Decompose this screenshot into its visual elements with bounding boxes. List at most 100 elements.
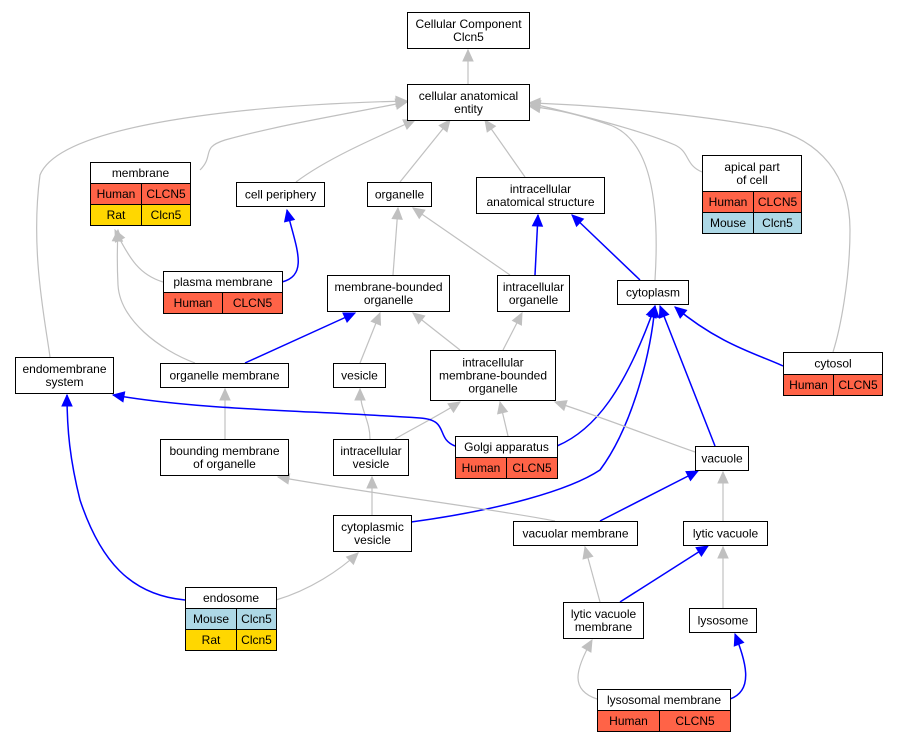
node-label-line: vacuole bbox=[701, 452, 743, 466]
edge-golgi-to-cytoplasm bbox=[556, 304, 657, 447]
edge-lvm-to-vacmem bbox=[582, 545, 601, 603]
node-label-line: lysosome bbox=[698, 614, 749, 628]
species-label: Mouse bbox=[193, 612, 229, 626]
node-cellper[interactable]: cell periphery bbox=[236, 182, 325, 207]
node-orgmem[interactable]: organelle membrane bbox=[160, 363, 289, 388]
edge-cytves-to-cytoplasm bbox=[410, 304, 660, 523]
node-vacuole[interactable]: vacuole bbox=[695, 446, 749, 471]
node-label-line: intracellular bbox=[510, 182, 571, 196]
is-a-edge-line bbox=[277, 476, 556, 522]
species-label: Human bbox=[97, 187, 136, 201]
arrowhead-icon bbox=[438, 119, 451, 133]
arrowhead-icon bbox=[345, 552, 359, 566]
node-lysosome[interactable]: lysosome bbox=[689, 608, 757, 633]
arrowhead-icon bbox=[219, 387, 231, 401]
part-of-edge-line bbox=[599, 470, 699, 522]
arrowhead-icon bbox=[111, 391, 126, 403]
gene-label: CLCN5 bbox=[838, 378, 878, 392]
node-label-line: cell periphery bbox=[245, 188, 316, 202]
node-organelle[interactable]: organelle bbox=[367, 182, 432, 207]
arrowhead-icon bbox=[553, 400, 568, 412]
gene-cell bbox=[141, 204, 191, 226]
edge-endomem-to-cae bbox=[36, 95, 409, 358]
edge-endosome-to-endomem bbox=[61, 393, 186, 601]
arrowhead-icon bbox=[531, 213, 544, 227]
gene-cell bbox=[753, 212, 802, 234]
edge-lysosome-to-lytvac bbox=[717, 545, 729, 608]
edge-golgi-to-imbo bbox=[497, 400, 509, 437]
arrowhead-icon bbox=[354, 387, 366, 401]
is-a-edge-line bbox=[412, 207, 511, 276]
arrowhead-icon bbox=[497, 400, 509, 415]
gene-cell bbox=[659, 710, 731, 732]
node-title-box bbox=[689, 608, 757, 633]
edge-cytosol-to-cytoplasm bbox=[674, 306, 784, 367]
node-label-line: entity bbox=[454, 102, 483, 116]
arrowhead-icon bbox=[733, 632, 745, 647]
arrowhead-icon bbox=[412, 312, 426, 325]
arrowhead-icon bbox=[658, 304, 670, 319]
node-title-box bbox=[695, 446, 749, 471]
node-label-line: intracellular bbox=[462, 356, 523, 370]
arrowhead-icon bbox=[342, 312, 357, 324]
node-title-box bbox=[236, 182, 325, 207]
edge-plasma-to-membrane bbox=[114, 228, 164, 283]
arrowhead-icon bbox=[391, 206, 403, 220]
is-a-edge-line bbox=[528, 102, 703, 173]
part-of-edge-line bbox=[659, 305, 716, 447]
edge-bmo-to-orgmem bbox=[219, 387, 231, 439]
node-label-line: lytic vacuole bbox=[693, 527, 759, 541]
node-label-line: membrane-bounded bbox=[439, 369, 547, 383]
arrowhead-icon bbox=[402, 119, 417, 130]
arrowhead-icon bbox=[61, 393, 73, 407]
node-label-line: apical part bbox=[724, 160, 780, 174]
part-of-edge-line bbox=[619, 545, 709, 603]
part-of-edge-line bbox=[571, 214, 641, 281]
is-a-edge-line bbox=[528, 105, 657, 281]
node-label-line: lysosomal membrane bbox=[607, 693, 721, 707]
gene-label: Clcn5 bbox=[241, 633, 272, 647]
arrowhead-icon bbox=[370, 311, 382, 326]
arrowhead-icon bbox=[283, 208, 296, 223]
species-label: Human bbox=[609, 714, 648, 728]
arrowhead-icon bbox=[581, 638, 593, 653]
is-a-edge-line bbox=[36, 100, 408, 358]
node-title-box bbox=[683, 521, 768, 546]
arrowhead-icon bbox=[695, 545, 710, 558]
node-label-line: Clcn5 bbox=[453, 30, 484, 44]
edge-vesicle-to-mbo bbox=[359, 311, 382, 364]
edge-vacuole-to-imbo bbox=[553, 400, 696, 453]
node-title-box bbox=[407, 12, 530, 49]
species-label: Human bbox=[174, 296, 213, 310]
node-vesicle[interactable]: vesicle bbox=[333, 363, 386, 388]
arrowhead-icon bbox=[111, 228, 124, 242]
node-lytvac[interactable]: lytic vacuole bbox=[683, 521, 768, 546]
node-title-box bbox=[476, 177, 605, 214]
node-cytoplasm[interactable]: cytoplasm bbox=[617, 280, 689, 305]
edge-lysmem-to-lysosome bbox=[729, 632, 747, 700]
node-label-line: intracellular bbox=[340, 444, 401, 458]
node-vacmem[interactable]: vacuolar membrane bbox=[513, 521, 638, 546]
arrowhead-icon bbox=[685, 470, 700, 482]
node-title-box bbox=[497, 275, 570, 312]
